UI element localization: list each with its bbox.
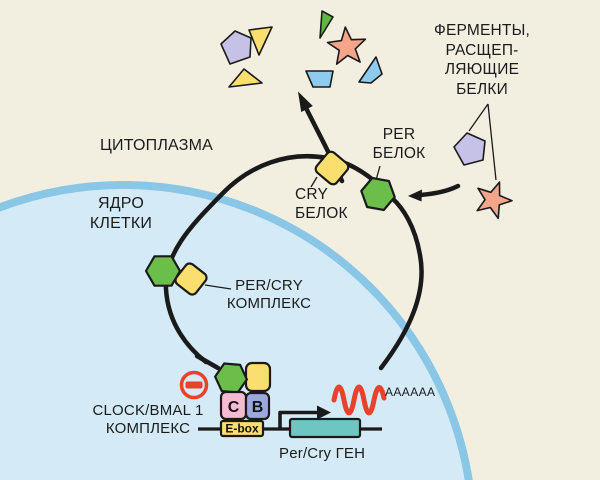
e-box-label: E-box xyxy=(225,422,259,436)
percry-complex-hexagon xyxy=(144,255,182,287)
label-pointer-lines xyxy=(204,103,497,290)
enzymes-label-line4: БЕЛКИ xyxy=(456,80,508,98)
fragment-pentagon xyxy=(220,30,252,65)
clock-bmal-label: CLOCK/BMAL 1 КОМПЛЕКС xyxy=(86,402,210,438)
bmal-letter: B xyxy=(252,399,264,416)
e-box xyxy=(219,419,265,438)
cytoplasm-label: ЦИТОПЛАЗМА xyxy=(100,137,213,155)
cry-protein-square xyxy=(314,150,350,186)
cry-protein-label: CRY БЕЛОК xyxy=(295,185,348,223)
fragment-triangle-2 xyxy=(228,68,263,88)
mrna-wave xyxy=(331,384,387,416)
cry-protein-label-line1: CRY xyxy=(295,186,329,203)
percry-complex-square xyxy=(174,262,208,296)
nucleus-label: ЯДРО КЛЕТКИ xyxy=(83,194,159,234)
clock-bmal-label-line2: КОМПЛЕКС xyxy=(105,420,191,437)
bound-cry-square xyxy=(244,361,272,393)
fragment-green-wedge xyxy=(319,10,334,39)
gene-box xyxy=(288,417,362,439)
enzymes-label-line1: ФЕРМЕНТЫ, xyxy=(433,22,531,39)
enzyme-pointer-line-2 xyxy=(487,103,497,181)
gene-label: Per/Cry ГЕН xyxy=(279,445,365,462)
fragment-trapezoid xyxy=(305,70,334,88)
t-bar-inhibition xyxy=(194,353,221,371)
percry-complex-label: PER/CRY КОМПЛЕКС xyxy=(224,277,314,313)
enzymes-label: ФЕРМЕНТЫ, РАСЩЕП- ЛЯЮЩИЕ БЕЛКИ xyxy=(424,21,540,99)
per-protein-label: PER БЕЛОК xyxy=(361,125,437,163)
nucleus-label-line1: ЯДРО xyxy=(98,195,144,212)
nucleus-label-line2: КЛЕТКИ xyxy=(89,215,153,232)
fragment-star xyxy=(326,26,367,65)
fragment-triangle-1 xyxy=(248,26,273,56)
bmal-b-box xyxy=(244,391,271,421)
inhibition-arc xyxy=(163,153,395,365)
per-protein-label-line1: PER xyxy=(382,126,416,143)
enzyme-pointer-line-1 xyxy=(468,103,489,132)
transcription-start-arrow xyxy=(278,410,318,429)
poly-a-label: АААААА xyxy=(385,385,435,399)
percry-pointer-line xyxy=(204,284,232,290)
cry-pointer-line xyxy=(310,176,318,188)
enzyme-arrowhead xyxy=(408,189,422,202)
cytoplasm-label-text: ЦИТОПЛАЗМА xyxy=(100,137,213,154)
inhibition-sign-ring xyxy=(179,370,209,400)
enzymes-label-line2: РАСЩЕП- xyxy=(445,41,519,59)
transcription-arrowhead xyxy=(317,405,331,420)
poly-a-label-text: АААААА xyxy=(385,385,436,399)
fragment-cluster xyxy=(220,10,383,88)
percry-complex-label-line1: PER/CRY xyxy=(235,277,303,294)
cry-protein-label-line2: БЕЛОК xyxy=(295,205,348,222)
percry-complex-label-line2: КОМПЛЕКС xyxy=(226,295,312,312)
enzyme-arrow xyxy=(417,183,461,198)
enzyme-pentagon xyxy=(453,132,486,166)
clock-bmal-label-line1: CLOCK/BMAL 1 xyxy=(92,402,204,419)
inhibition-sign-bar xyxy=(185,381,203,389)
enzymes-label-line3: ЛЯЮЩИЕ xyxy=(444,61,520,78)
gene-label-text: Per/Cry ГЕН xyxy=(279,445,366,462)
per-pointer-line xyxy=(375,165,381,181)
enzyme-star xyxy=(476,181,513,220)
degradation-arrowhead xyxy=(298,91,313,112)
translation-arc xyxy=(378,195,424,371)
per-protein-hexagon xyxy=(360,176,396,212)
bound-per-hexagon xyxy=(214,362,248,394)
fragment-blue-wedge xyxy=(358,56,383,84)
clock-letter: C xyxy=(228,399,240,416)
per-protein-label-line2: БЕЛОК xyxy=(372,145,426,162)
